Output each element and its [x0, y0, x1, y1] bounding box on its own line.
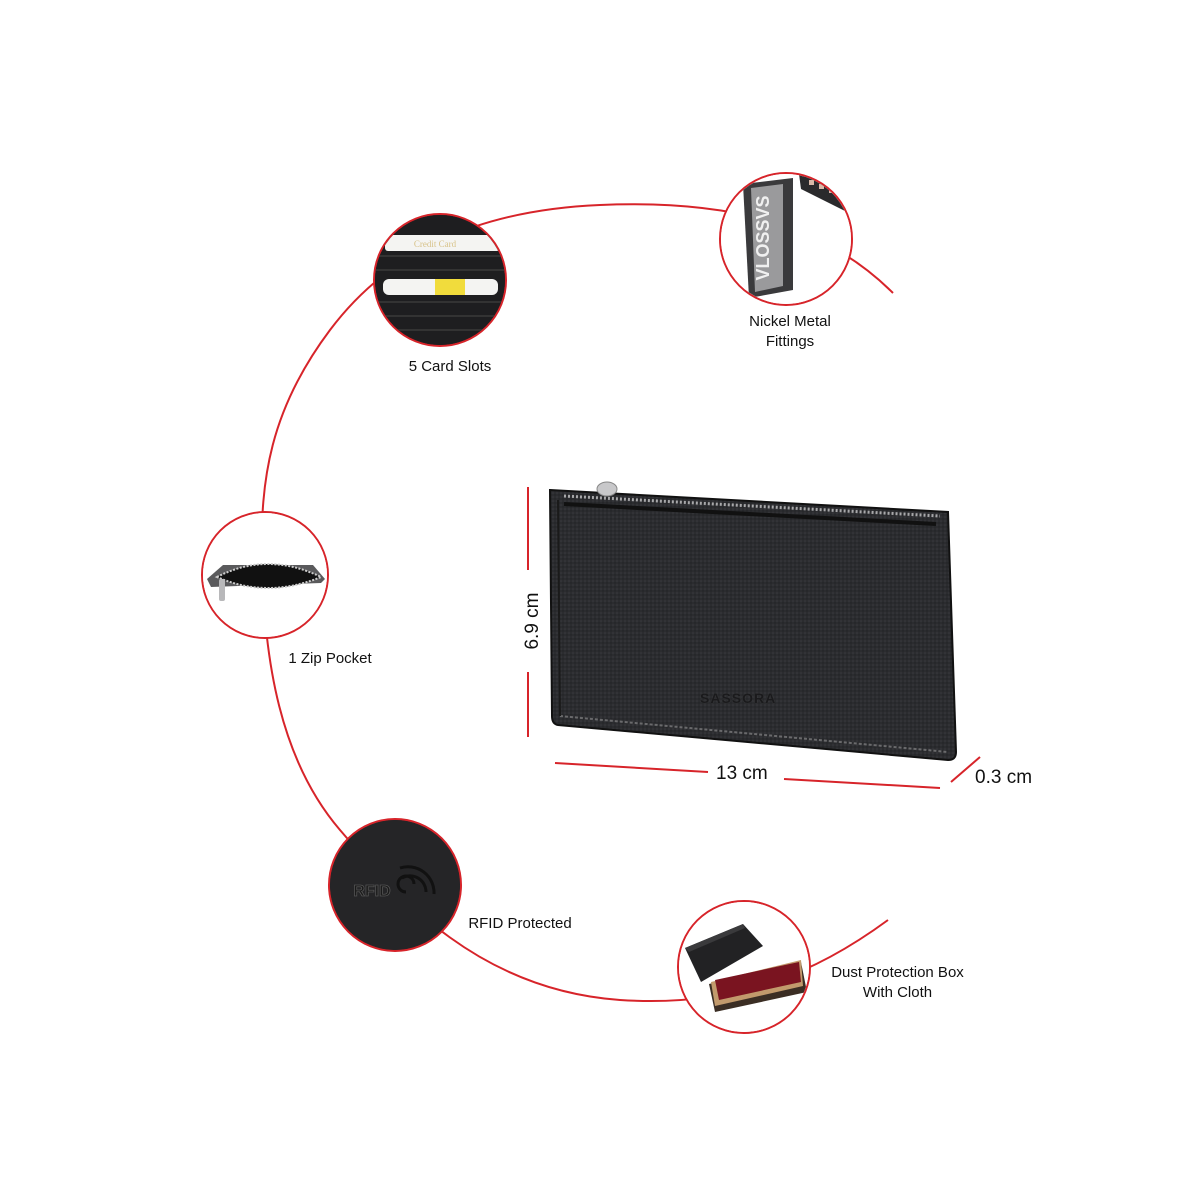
- svg-text:Credit Card: Credit Card: [414, 239, 457, 249]
- depth-dimension: 0.3 cm: [975, 767, 1033, 788]
- dust-box-label: Dust Protection Box With Cloth: [810, 963, 985, 1003]
- card-slots-icon: Credit Card: [375, 215, 505, 345]
- wallet-brand-emboss: SASSORA: [700, 690, 777, 706]
- width-dimension: 13 cm: [716, 763, 768, 784]
- card-slots-label: 5 Card Slots: [408, 358, 492, 375]
- rfid-shield-icon: RFID: [330, 820, 460, 950]
- card-slots-image: Credit Card: [373, 213, 507, 347]
- dust-box-image: [677, 900, 811, 1034]
- zipper-pull-icon: VLOSSVS: [721, 174, 851, 304]
- nickel-fittings-label-line-2: Fittings: [765, 333, 815, 350]
- svg-text:VLOSSVS: VLOSSVS: [753, 195, 773, 280]
- rfid-image: RFID: [328, 818, 462, 952]
- nickel-fittings-label-line-1: Nickel Metal: [749, 313, 831, 330]
- open-zip-pocket-icon: [203, 513, 327, 637]
- zip-pocket-image: [201, 511, 329, 639]
- rfid-label: RFID Protected: [468, 915, 572, 932]
- zip-pocket-label: 1 Zip Pocket: [288, 650, 372, 667]
- nickel-fittings-image: VLOSSVS: [719, 172, 853, 306]
- dust-box-label-line-2: With Cloth: [862, 984, 933, 1001]
- svg-text:RFID: RFID: [353, 883, 390, 900]
- height-dimension: 6.9 cm: [522, 592, 543, 650]
- nickel-fittings-label: Nickel Metal Fittings: [720, 312, 860, 352]
- dust-box-label-line-1: Dust Protection Box: [831, 964, 964, 981]
- gift-box-icon: [679, 902, 809, 1032]
